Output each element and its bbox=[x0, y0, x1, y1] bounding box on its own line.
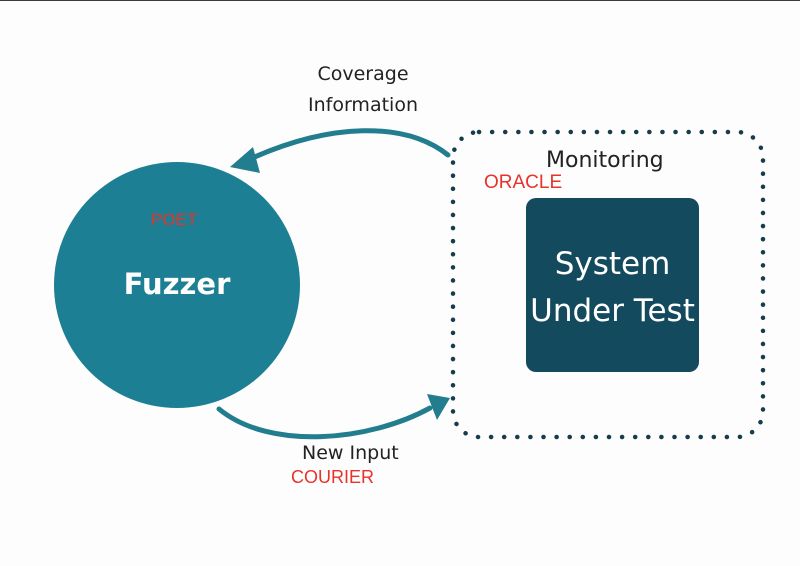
coverage-label-line1: Coverage bbox=[317, 63, 409, 85]
poet-annotation: POET bbox=[151, 210, 198, 229]
fuzzer-label: Fuzzer bbox=[123, 267, 231, 301]
courier-annotation: COURIER bbox=[291, 467, 375, 487]
fuzzer-circle bbox=[54, 162, 300, 408]
new-input-arrow-shaft bbox=[216, 405, 433, 440]
sut-label-line1: System bbox=[554, 246, 671, 282]
sut-label-line2: Under Test bbox=[530, 293, 695, 329]
coverage-label-line2: Information bbox=[308, 94, 418, 116]
new-input-arrow-head bbox=[427, 394, 450, 420]
new-input-label: New Input bbox=[302, 442, 399, 464]
coverage-arrow-shaft bbox=[247, 128, 451, 162]
system-under-test-label: System Under Test bbox=[526, 241, 699, 335]
sut-box bbox=[526, 198, 699, 372]
monitoring-label: Monitoring bbox=[546, 148, 664, 173]
coverage-arrow-head bbox=[230, 147, 260, 173]
monitoring-boundary bbox=[450, 129, 766, 440]
oracle-annotation: ORACLE bbox=[484, 172, 563, 193]
coverage-information-label: Coverage Information bbox=[294, 59, 432, 121]
